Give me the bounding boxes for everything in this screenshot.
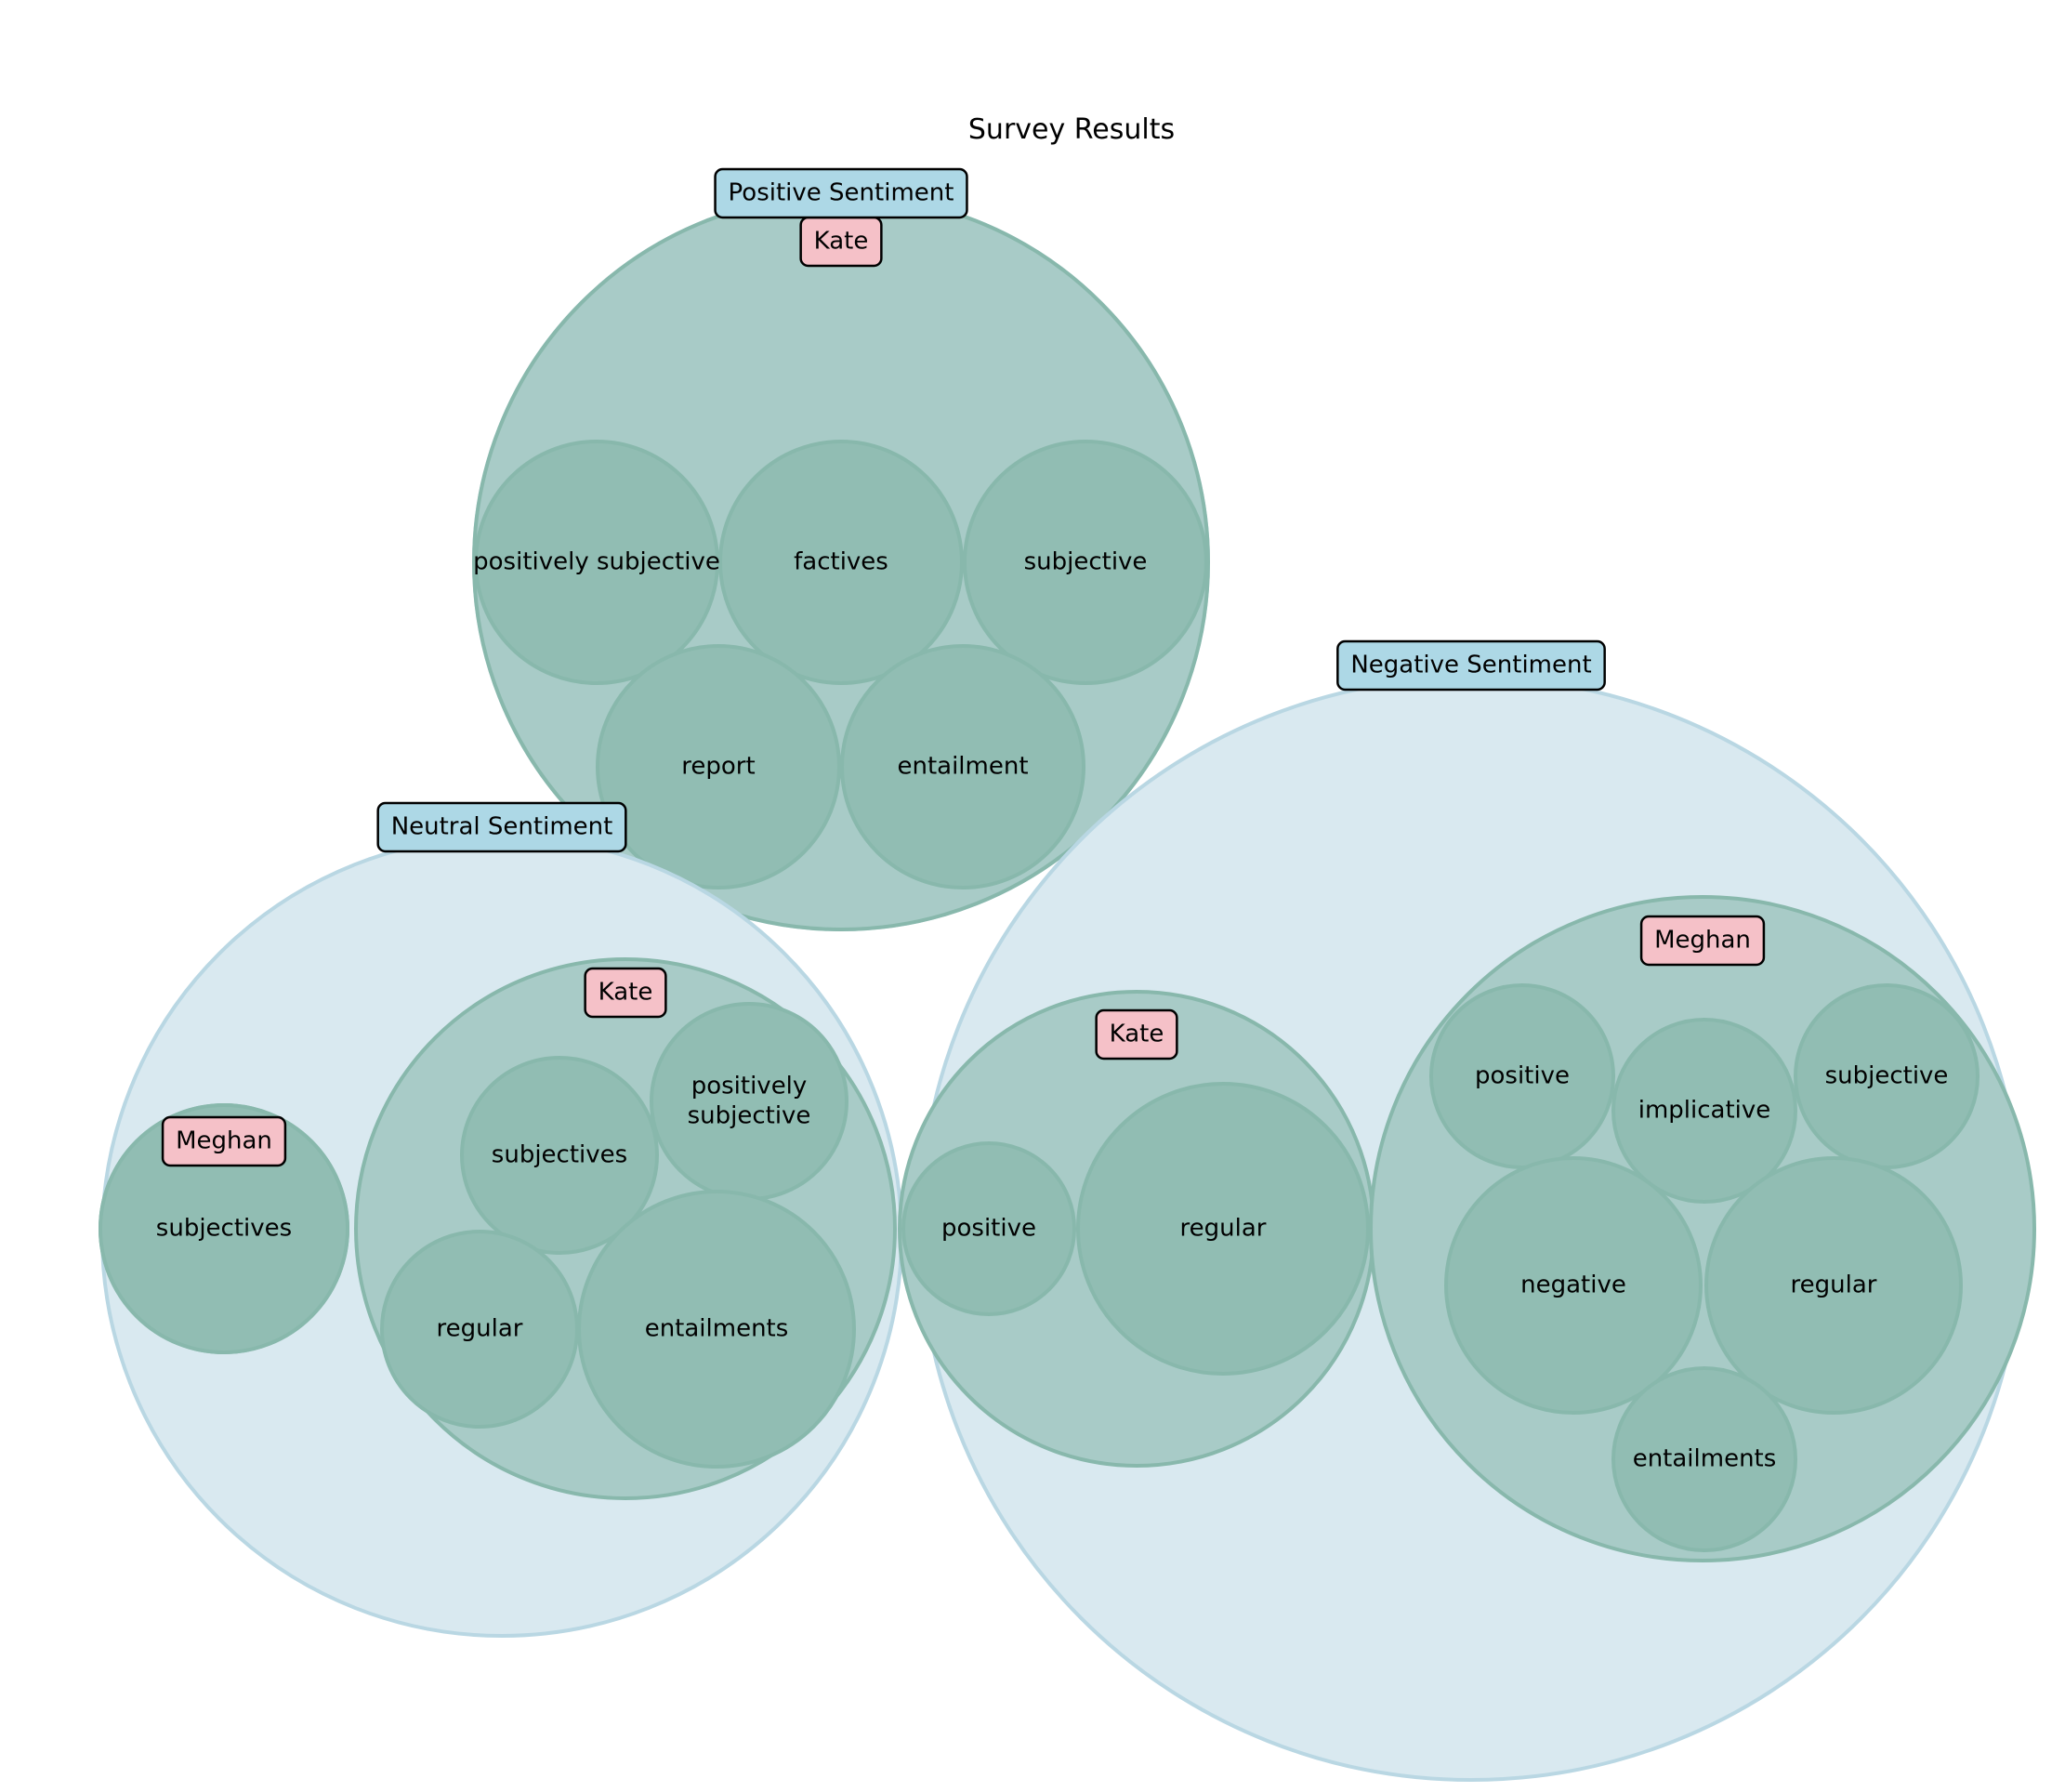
leaf-circle-positive-sentiment-kate-subjective-2 bbox=[963, 440, 1208, 685]
leaf-label-neutral-sentiment-meghan-subjectives-0: subjectives bbox=[156, 1215, 292, 1243]
leaf-label-negative-sentiment-meghan-positive-0: positive bbox=[1475, 1062, 1570, 1090]
chart-title: Survey Results bbox=[968, 113, 1175, 146]
category-label-positive-sentiment-text: Positive Sentiment bbox=[729, 179, 954, 207]
leaf-circle-negative-sentiment-meghan-subjective-2 bbox=[1794, 983, 1980, 1169]
group-label-positive-sentiment-kate-text: Kate bbox=[814, 228, 869, 256]
group-label-neutral-sentiment-meghan-box bbox=[161, 1115, 287, 1167]
leaf-label-negative-sentiment-meghan-regular-4: regular bbox=[1791, 1272, 1877, 1299]
circles-layer bbox=[99, 193, 2036, 1782]
group-label-neutral-sentiment-meghan-text: Meghan bbox=[176, 1127, 272, 1155]
labels-layer: positively subjective factives subjective r… bbox=[156, 167, 1949, 1473]
group-label-negative-sentiment-meghan-text: Meghan bbox=[1654, 927, 1751, 955]
leaf-circle-negative-sentiment-meghan-entailments-5 bbox=[1611, 1366, 1797, 1552]
leaf-circle-negative-sentiment-meghan-regular-4 bbox=[1704, 1156, 1963, 1415]
category-label-negative-sentiment: Negative Sentiment bbox=[1336, 639, 1606, 692]
group-label-negative-sentiment-meghan: Meghan bbox=[1639, 915, 1766, 967]
group-label-negative-sentiment-meghan-box bbox=[1639, 915, 1766, 967]
group-label-positive-sentiment-kate: Kate bbox=[799, 216, 883, 268]
group-label-neutral-sentiment-kate: Kate bbox=[584, 967, 667, 1019]
group-label-neutral-sentiment-meghan: Meghan bbox=[161, 1115, 287, 1167]
leaf-label-negative-sentiment-kate-regular-1: regular bbox=[1180, 1215, 1267, 1243]
leaf-label-negative-sentiment-kate-positive-0: positive bbox=[941, 1215, 1036, 1243]
leaf-circle-neutral-sentiment-kate-subjectives-0 bbox=[460, 1056, 659, 1255]
leaf-label-negative-sentiment-meghan-negative-3: negative bbox=[1520, 1272, 1626, 1299]
category-label-neutral-sentiment: Neutral Sentiment bbox=[376, 801, 627, 853]
leaf-circle-neutral-sentiment-meghan-subjectives-0 bbox=[99, 1103, 349, 1354]
leaf-circle-negative-sentiment-meghan-negative-3 bbox=[1444, 1156, 1703, 1415]
category-label-neutral-sentiment-box bbox=[376, 801, 627, 853]
category-label-positive-sentiment: Positive Sentiment bbox=[714, 167, 968, 219]
leaf-circle-neutral-sentiment-kate-entailments-3 bbox=[577, 1190, 856, 1469]
leaf-circle-positive-sentiment-kate-report-3 bbox=[596, 644, 841, 889]
leaf-label-negative-sentiment-meghan-implicative-1: implicative bbox=[1638, 1097, 1771, 1125]
leaf-circle-negative-sentiment-kate-positive-0 bbox=[901, 1141, 1076, 1316]
leaf-circle-negative-sentiment-meghan-implicative-1 bbox=[1611, 1018, 1797, 1204]
leaf-label-positive-sentiment-kate-factives-1: factives bbox=[794, 548, 888, 576]
category-label-negative-sentiment-box bbox=[1336, 639, 1606, 692]
category-label-positive-sentiment-box bbox=[714, 167, 968, 219]
group-label-negative-sentiment-kate-text: Kate bbox=[1110, 1021, 1164, 1048]
leaf-label-negative-sentiment-meghan-entailments-5: entailments bbox=[1633, 1445, 1777, 1473]
category-label-neutral-sentiment-text: Neutral Sentiment bbox=[391, 813, 613, 841]
leaf-label-neutral-sentiment-kate-subjectives-0: subjectives bbox=[492, 1141, 627, 1169]
leaf-circle-positive-sentiment-kate-entailment-4 bbox=[840, 644, 1085, 889]
leaf-label-neutral-sentiment-kate-regular-2: regular bbox=[437, 1315, 523, 1343]
leaf-label-negative-sentiment-meghan-subjective-2: subjective bbox=[1825, 1062, 1949, 1090]
group-label-neutral-sentiment-kate-box bbox=[584, 967, 667, 1019]
group-label-neutral-sentiment-kate-text: Kate bbox=[598, 979, 653, 1007]
category-label-negative-sentiment-text: Negative Sentiment bbox=[1350, 652, 1591, 679]
leaf-circle-positive-sentiment-kate-positively-subjective-0 bbox=[474, 440, 719, 685]
leaf-label-positive-sentiment-kate-report-3: report bbox=[681, 753, 755, 781]
leaf-label-positive-sentiment-kate-subjective-2: subjective bbox=[1024, 548, 1148, 576]
group-label-negative-sentiment-kate: Kate bbox=[1095, 1008, 1178, 1061]
leaf-label-positive-sentiment-kate-positively-subjective-0: positively subjective bbox=[473, 548, 720, 576]
group-label-negative-sentiment-kate-box bbox=[1095, 1008, 1178, 1061]
leaf-circle-negative-sentiment-kate-regular-1 bbox=[1076, 1082, 1370, 1376]
leaf-circle-positive-sentiment-kate-factives-1 bbox=[718, 440, 964, 685]
leaf-label-neutral-sentiment-kate-entailments-3: entailments bbox=[645, 1315, 789, 1343]
leaf-label-positive-sentiment-kate-entailment-4: entailment bbox=[897, 753, 1028, 781]
